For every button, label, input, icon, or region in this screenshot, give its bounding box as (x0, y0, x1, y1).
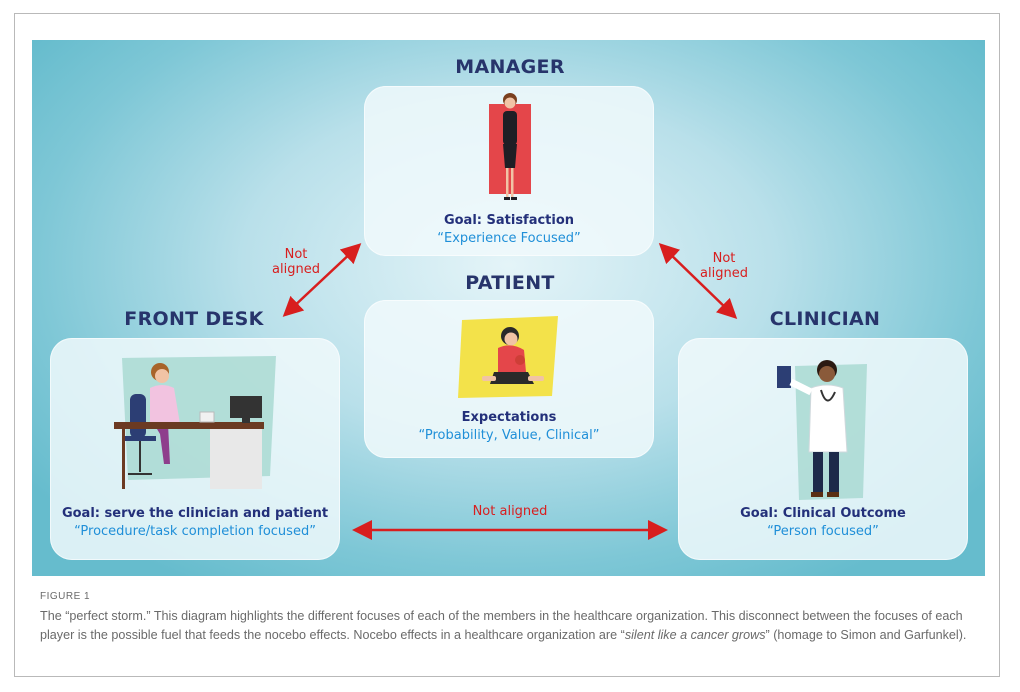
figure-label: FIGURE 1 (40, 591, 91, 602)
patient-expectations: Expectations (461, 410, 557, 425)
not-aligned-label-bottom: Not aligned (472, 504, 548, 519)
role-title-front-desk: FRONT DESK (124, 308, 264, 330)
front-desk-card: Goal: serve the clinician and patient “P… (50, 338, 340, 560)
clinician-focus: “Person focused” (767, 524, 879, 539)
manager-card: Goal: Satisfaction “Experience Focused” (364, 86, 654, 256)
front-desk-focus: “Procedure/task completion focused” (74, 524, 316, 539)
patient-focus: “Probability, Value, Clinical” (418, 428, 600, 443)
caption-text-before: The “perfect storm.” This diagram highli… (40, 609, 963, 642)
clinician-goal: Goal: Clinical Outcome (740, 506, 906, 521)
figure-caption: FIGURE 1 The “perfect storm.” This diagr… (40, 591, 975, 645)
manager-illustration (489, 93, 531, 200)
role-title-clinician: CLINICIAN (769, 308, 881, 330)
manager-focus: “Experience Focused” (437, 231, 581, 246)
clinician-illustration (777, 360, 867, 500)
not-aligned-label-right: Not aligned (694, 251, 754, 281)
not-aligned-label-left: Not aligned (266, 247, 326, 277)
not-aligned-left-line1: Not (284, 247, 308, 262)
not-aligned-right-line2: aligned (700, 266, 748, 281)
clinician-card: Goal: Clinical Outcome “Person focused” (678, 338, 968, 560)
diagram-panel: MANAGER Goal: Satisfaction “Experience F… (32, 40, 985, 576)
caption-text-italic: silent like a cancer grows (624, 628, 766, 642)
left-double-arrow (282, 243, 362, 317)
bottom-double-arrow (352, 520, 668, 540)
patient-illustration (458, 316, 558, 398)
role-title-manager: MANAGER (455, 56, 565, 78)
caption-text-after: ” (homage to Simon and Garfunkel). (765, 628, 967, 642)
role-title-patient: PATIENT (465, 272, 555, 294)
patient-card: Expectations “Probability, Value, Clinic… (364, 300, 654, 458)
not-aligned-right-line1: Not (712, 251, 736, 266)
front-desk-goal: Goal: serve the clinician and patient (61, 506, 329, 521)
front-desk-illustration (114, 356, 276, 489)
right-double-arrow (658, 243, 738, 319)
manager-goal: Goal: Satisfaction (443, 213, 575, 228)
figure-caption-text: The “perfect storm.” This diagram highli… (40, 607, 975, 645)
not-aligned-left-line2: aligned (272, 262, 320, 277)
